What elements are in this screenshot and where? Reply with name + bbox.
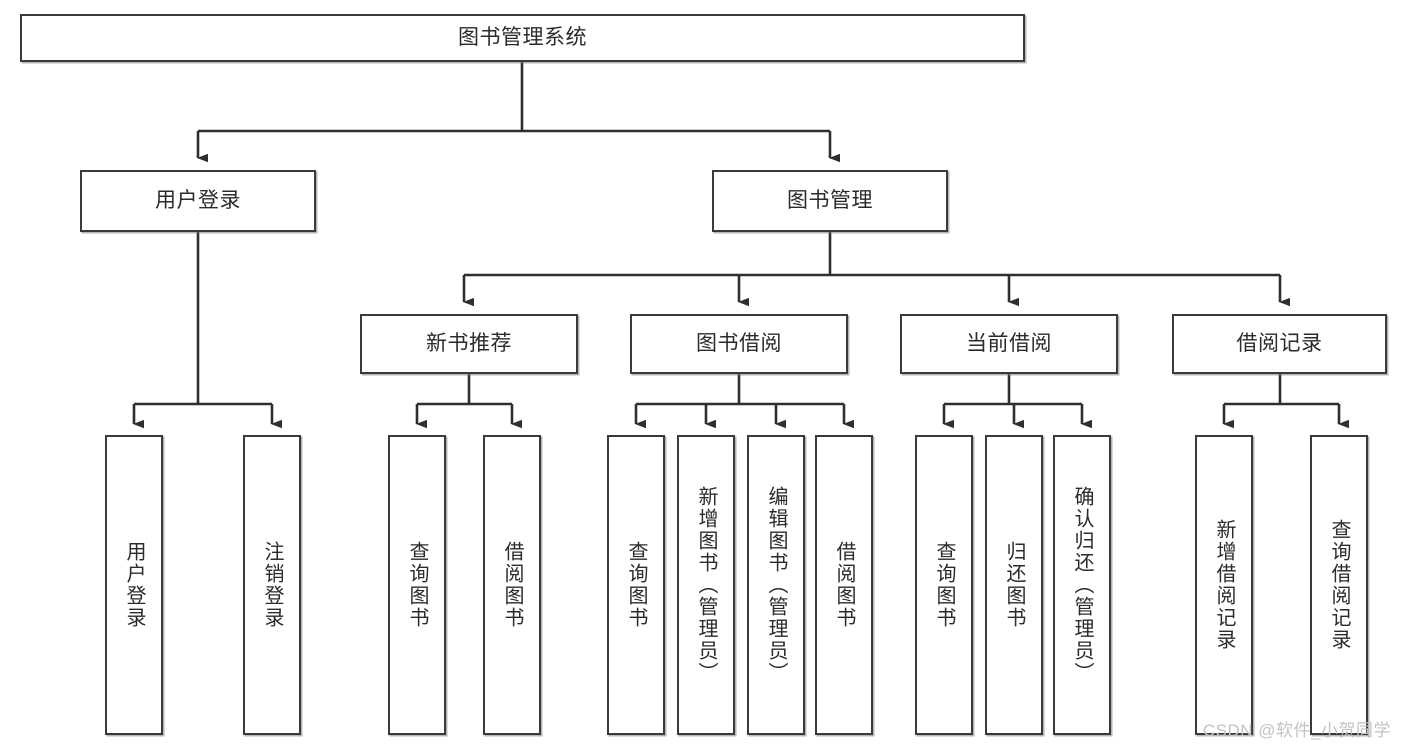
node-leaf-query-book-2-label: 查询图书 [625,541,647,629]
node-user-login[interactable]: 用户登录 [80,170,316,232]
vtext-wrap: 编辑图书（管理员） [749,437,803,733]
node-borrow-record-label: 借阅记录 [1236,332,1323,356]
node-leaf-borrow-book-2-label: 借阅图书 [833,541,855,629]
node-root-label: 图书管理系统 [458,26,587,50]
node-leaf-user-logout[interactable]: 注销登录 [243,435,301,735]
node-leaf-query-book-2[interactable]: 查询图书 [607,435,665,735]
vtext-wrap: 归还图书 [987,437,1041,733]
node-leaf-user-login[interactable]: 用户登录 [105,435,163,735]
node-leaf-borrow-book-2[interactable]: 借阅图书 [815,435,873,735]
node-leaf-borrow-book-1[interactable]: 借阅图书 [483,435,541,735]
node-leaf-query-record-label: 查询借阅记录 [1328,519,1350,651]
vtext-wrap: 查询图书 [917,437,971,733]
node-root[interactable]: 图书管理系统 [20,14,1025,62]
node-user-login-label: 用户登录 [155,189,241,213]
vtext-wrap: 新增图书（管理员） [679,437,733,733]
vtext-wrap: 查询借阅记录 [1312,437,1366,733]
node-leaf-add-record-label: 新增借阅记录 [1213,519,1235,651]
node-borrow-record[interactable]: 借阅记录 [1172,314,1387,374]
node-leaf-borrow-book-1-label: 借阅图书 [501,541,523,629]
node-book-borrow-label: 图书借阅 [696,332,782,356]
node-leaf-user-login-label: 用户登录 [123,541,145,629]
node-leaf-query-book-1-label: 查询图书 [406,541,428,629]
vtext-wrap: 借阅图书 [817,437,871,733]
node-new-book-rec-label: 新书推荐 [426,332,512,356]
node-leaf-add-record[interactable]: 新增借阅记录 [1195,435,1253,735]
vtext-wrap: 注销登录 [245,437,299,733]
node-leaf-confirm-return[interactable]: 确认归还（管理员） [1053,435,1111,735]
node-current-borrow-label: 当前借阅 [966,332,1052,356]
vtext-wrap: 新增借阅记录 [1197,437,1251,733]
node-new-book-rec[interactable]: 新书推荐 [360,314,578,374]
node-current-borrow[interactable]: 当前借阅 [900,314,1118,374]
node-leaf-confirm-return-label: 确认归还（管理员） [1071,486,1093,684]
node-leaf-query-book-3[interactable]: 查询图书 [915,435,973,735]
node-leaf-query-record[interactable]: 查询借阅记录 [1310,435,1368,735]
node-leaf-edit-book-label: 编辑图书（管理员） [765,486,787,684]
node-leaf-user-logout-label: 注销登录 [261,541,283,629]
node-leaf-query-book-1[interactable]: 查询图书 [388,435,446,735]
node-leaf-query-book-3-label: 查询图书 [933,541,955,629]
csdn-watermark: CSDN @软件_小贺同学 [1202,721,1391,740]
node-leaf-add-book[interactable]: 新增图书（管理员） [677,435,735,735]
node-leaf-add-book-label: 新增图书（管理员） [695,486,717,684]
node-leaf-return-book-label: 归还图书 [1003,541,1025,629]
node-book-borrow[interactable]: 图书借阅 [630,314,848,374]
vtext-wrap: 确认归还（管理员） [1055,437,1109,733]
node-leaf-edit-book[interactable]: 编辑图书（管理员） [747,435,805,735]
vtext-wrap: 查询图书 [390,437,444,733]
vtext-wrap: 用户登录 [107,437,161,733]
node-leaf-return-book[interactable]: 归还图书 [985,435,1043,735]
vtext-wrap: 查询图书 [609,437,663,733]
node-book-manage-label: 图书管理 [787,189,873,213]
vtext-wrap: 借阅图书 [485,437,539,733]
node-book-manage[interactable]: 图书管理 [712,170,948,232]
